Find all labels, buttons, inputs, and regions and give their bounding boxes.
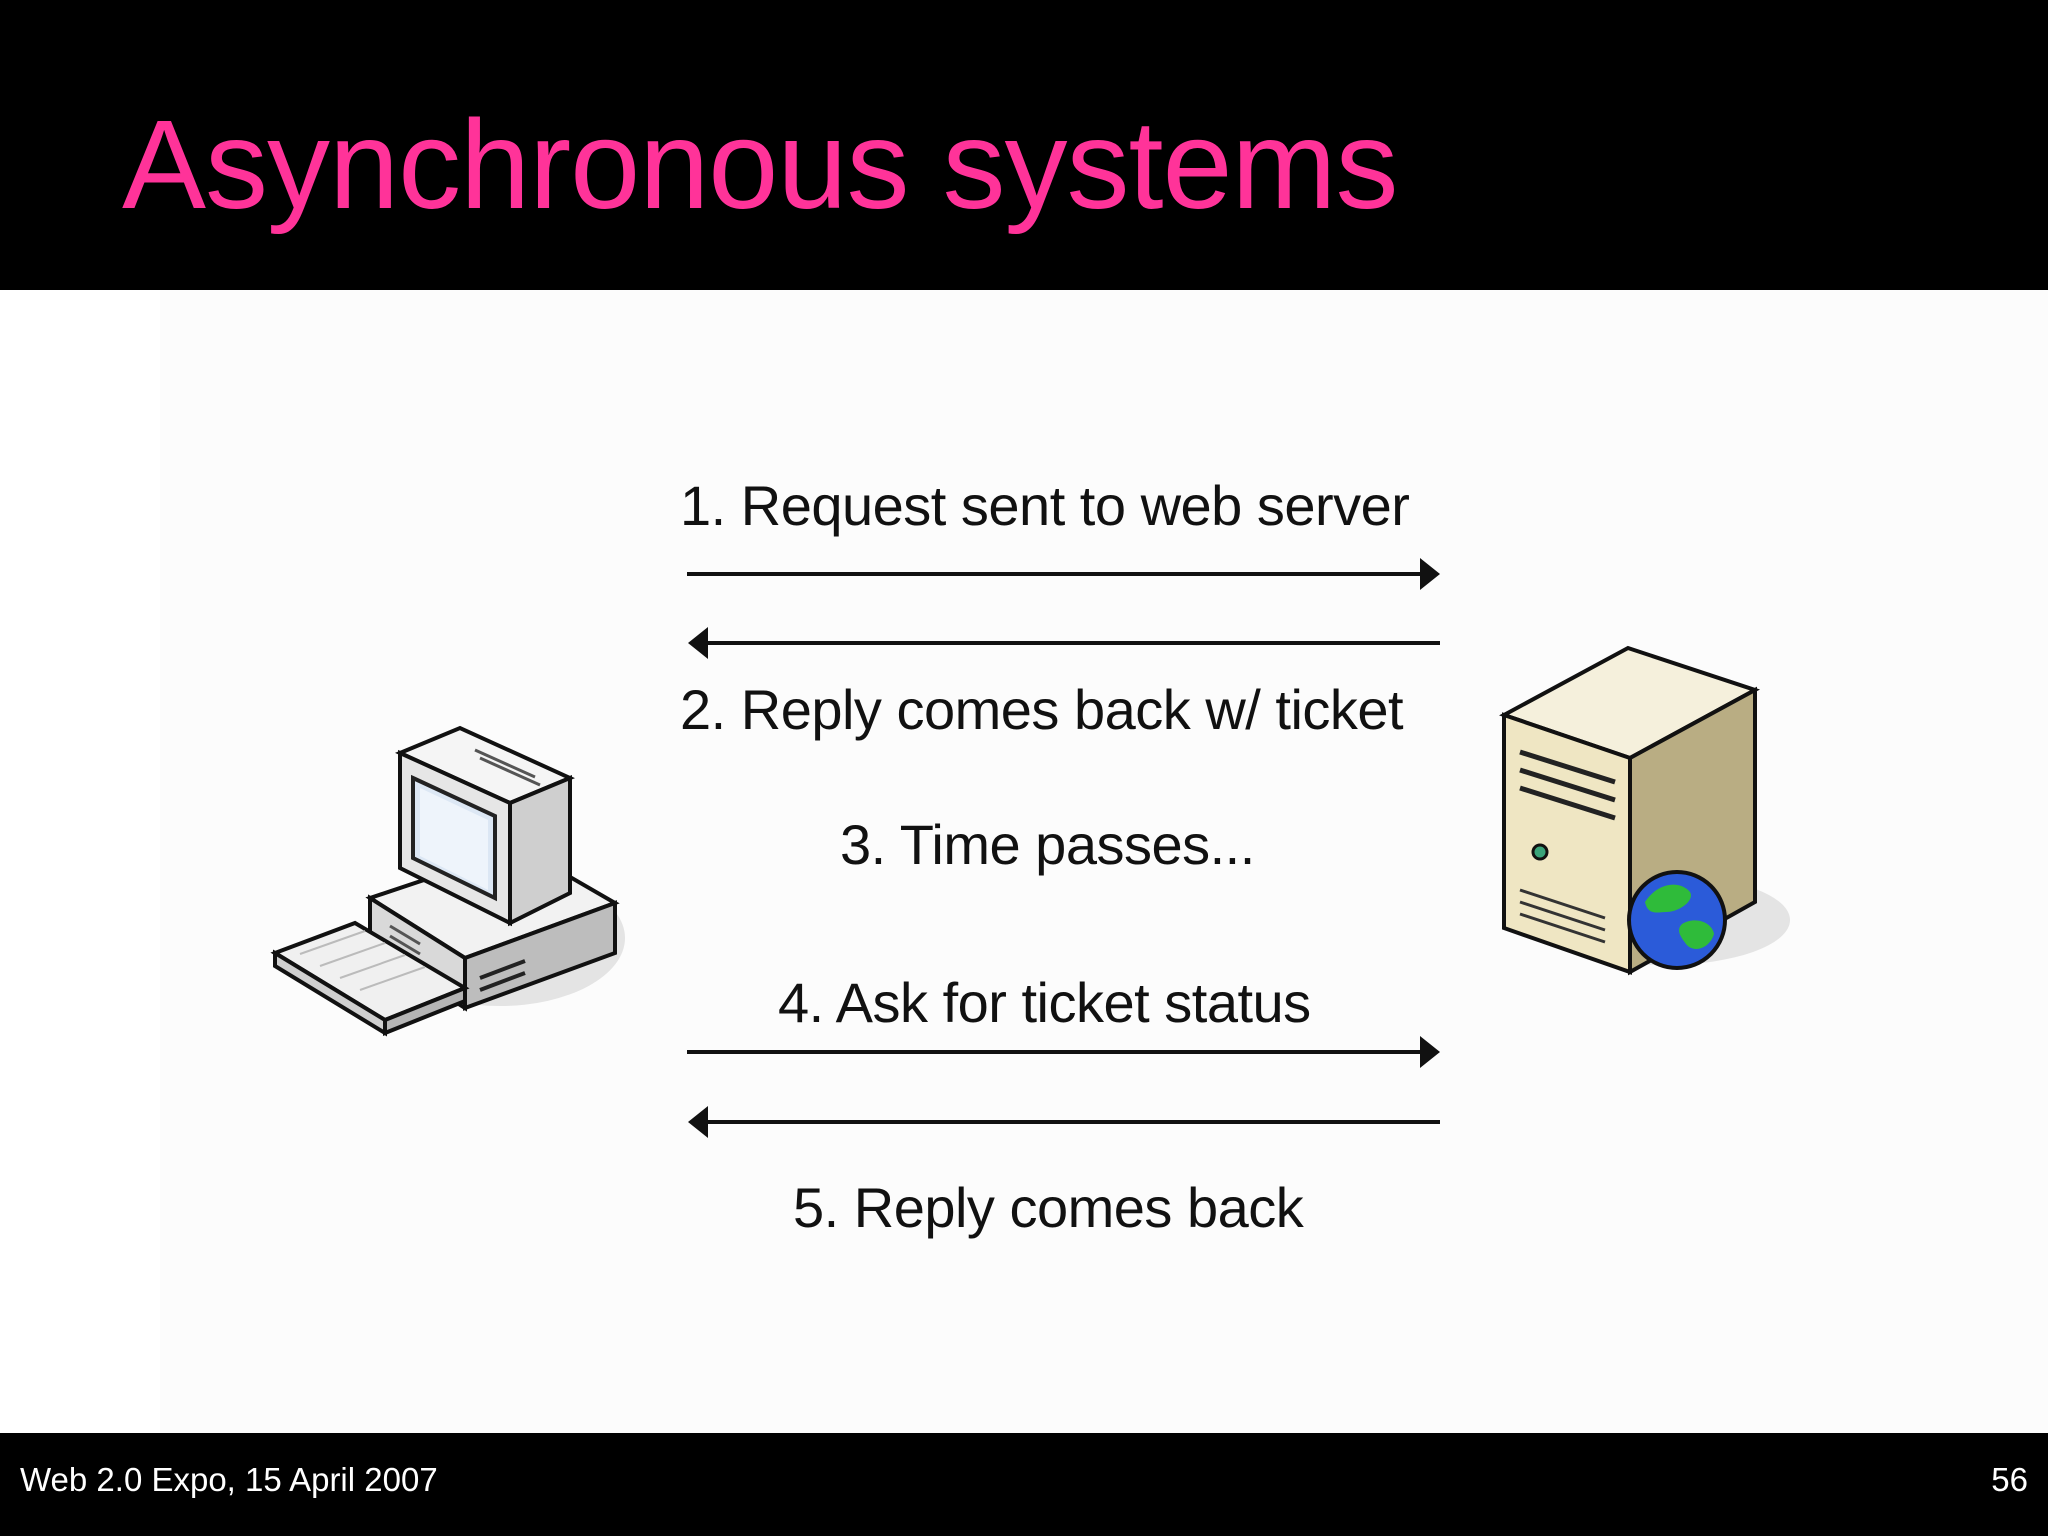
arrow-request — [687, 558, 1440, 590]
step-4-label: 4. Ask for ticket status — [778, 971, 1311, 1034]
async-diagram: 1. Request sent to web server 2. Reply c… — [0, 290, 2048, 1433]
desktop-computer-icon — [270, 725, 625, 1037]
step-2-label: 2. Reply comes back w/ ticket — [680, 678, 1404, 741]
slide-header: Asynchronous systems — [0, 0, 2048, 290]
step-3-label: 3. Time passes... — [840, 813, 1255, 876]
step-1-label: 1. Request sent to web server — [680, 474, 1410, 537]
arrows-layer — [687, 558, 1440, 1138]
footer-event-date: Web 2.0 Expo, 15 April 2007 — [20, 1461, 438, 1498]
web-server-icon — [1499, 645, 1790, 976]
arrow-reply — [688, 1106, 1440, 1138]
arrow-ask-status — [687, 1036, 1440, 1068]
step-5-label: 5. Reply comes back — [793, 1176, 1304, 1239]
arrow-reply-ticket — [688, 627, 1440, 659]
slide-footer: Web 2.0 Expo, 15 April 2007 56 — [0, 1433, 2048, 1536]
page-number: 56 — [1991, 1461, 2028, 1498]
slide-title: Asynchronous systems — [122, 94, 1398, 235]
